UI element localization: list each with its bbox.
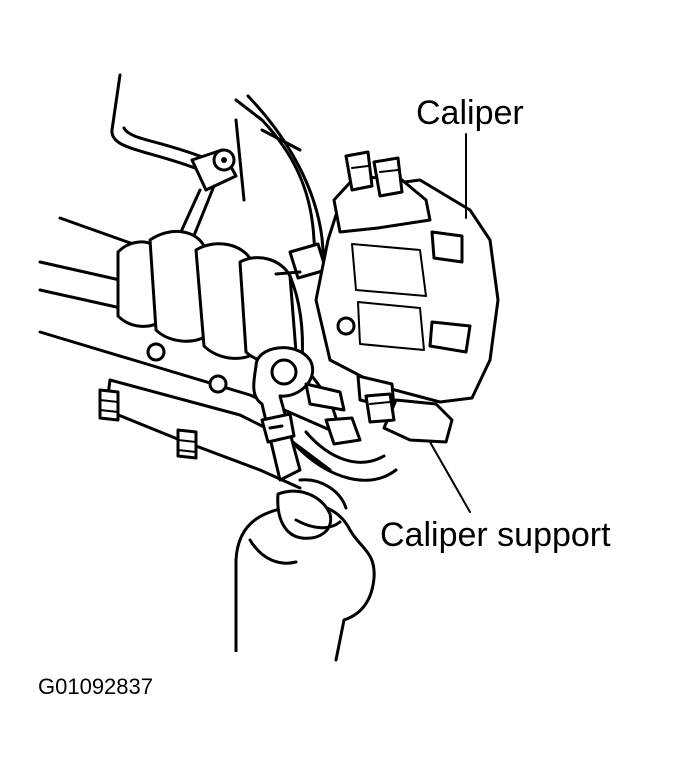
hand [234, 478, 376, 662]
caliper-support-leader-line [429, 441, 471, 513]
caliper-label: Caliper [416, 94, 524, 132]
caliper-support-bracket [324, 392, 454, 446]
ratchet-wrench [252, 346, 346, 482]
caliper-support-label: Caliper support [380, 516, 611, 554]
caliper-body [314, 150, 500, 410]
bolts [146, 148, 236, 394]
cv-boot [116, 229, 302, 364]
figure-id: G01092837 [38, 674, 153, 699]
